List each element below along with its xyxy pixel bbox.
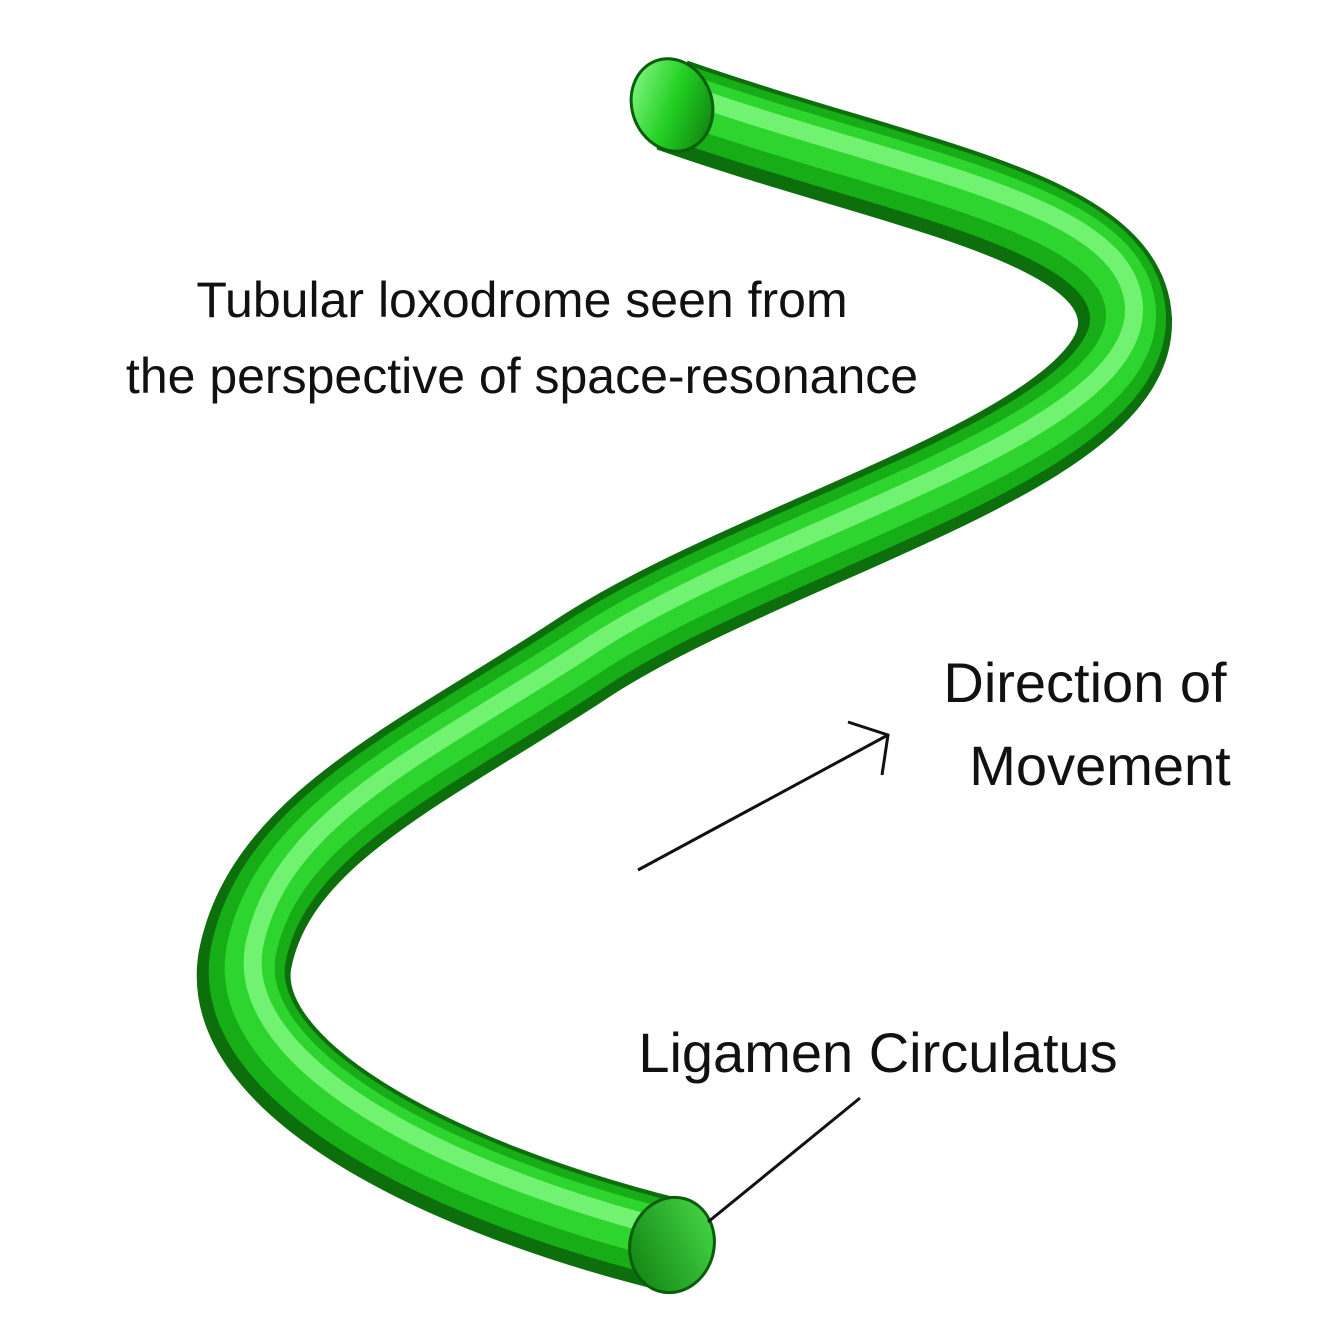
tube-top-end-rim	[629, 57, 715, 153]
direction-arrow	[637, 720, 890, 872]
direction-label-line-1: Direction of	[943, 651, 1227, 714]
ligamen-label: Ligamen Circulatus	[638, 1021, 1117, 1084]
tube-bottom-end-rim	[628, 1195, 716, 1295]
tube-top-end	[631, 58, 713, 152]
title-line-2: the perspective of space-resonance	[126, 348, 918, 404]
direction-arrowhead-icon	[847, 720, 890, 776]
direction-label-line-2: Movement	[969, 734, 1231, 797]
tube-bottom-end	[629, 1197, 715, 1293]
title-line-1: Tubular loxodrome seen from	[196, 272, 847, 328]
ligamen-pointer-line	[707, 1096, 861, 1224]
tube-highlight	[243, 83, 1144, 1241]
tubular-loxodrome	[196, 57, 1172, 1295]
direction-arrow-shaft	[637, 733, 889, 872]
